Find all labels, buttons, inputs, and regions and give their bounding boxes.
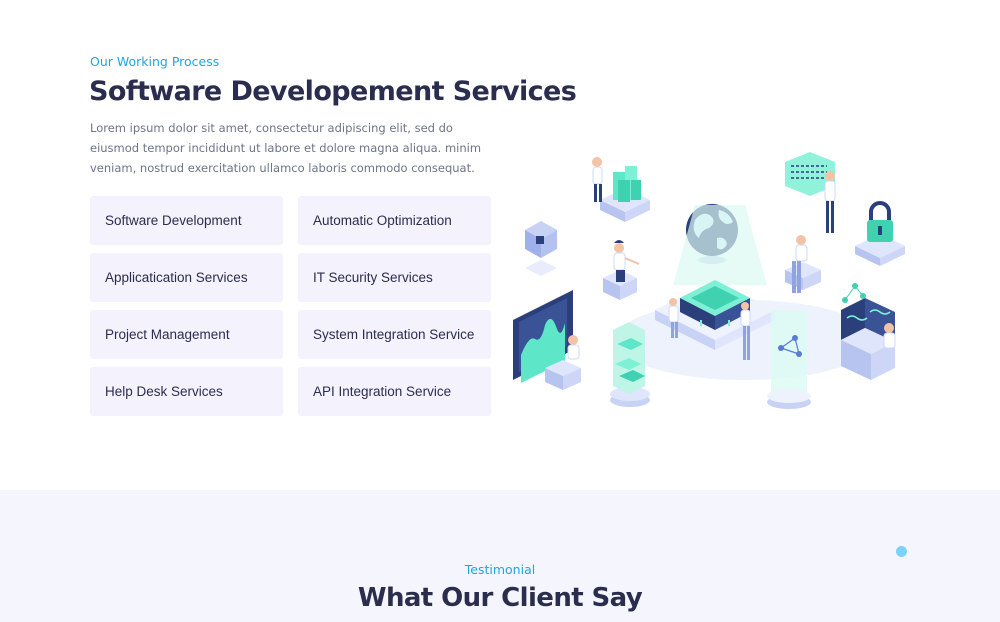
section-description: Lorem ipsum dolor sit amet, consectetur … — [90, 121, 482, 175]
section-eyebrow: Our Working Process — [90, 54, 220, 69]
service-card-automatic-optimization[interactable]: Automatic Optimization — [298, 196, 491, 245]
monitor-chart-icon — [513, 290, 581, 390]
workstation-icon — [841, 283, 896, 380]
isometric-tech-illustration — [513, 152, 905, 409]
lock-icon — [855, 201, 905, 266]
server-blocks-icon — [592, 157, 650, 222]
network-pillar-icon — [767, 310, 811, 409]
person-icon — [785, 235, 821, 293]
service-card-application-services[interactable]: Applicatication Services — [90, 253, 283, 302]
services-grid: Software Development Automatic Optimizat… — [90, 196, 491, 416]
section-title: Software Developement Services — [89, 76, 577, 107]
service-card-help-desk[interactable]: Help Desk Services — [90, 367, 283, 416]
person-icon — [603, 240, 640, 300]
service-card-software-development[interactable]: Software Development — [90, 196, 283, 245]
data-stack-icon — [610, 322, 650, 407]
service-card-system-integration[interactable]: System Integration Service — [298, 310, 491, 359]
service-card-api-integration[interactable]: API Integration Service — [298, 367, 491, 416]
decorative-dot — [896, 546, 907, 557]
testimonial-section: Testimonial What Our Client Say — [0, 490, 1000, 622]
testimonial-title: What Our Client Say — [357, 583, 643, 613]
services-section: Our Working Process Software Developemen… — [89, 54, 905, 416]
cube-icon — [525, 221, 557, 276]
server-platform-icon — [655, 205, 775, 360]
testimonial-eyebrow: Testimonial — [464, 562, 536, 577]
service-card-it-security[interactable]: IT Security Services — [298, 253, 491, 302]
data-panel-icon — [785, 152, 836, 233]
service-card-project-management[interactable]: Project Management — [90, 310, 283, 359]
